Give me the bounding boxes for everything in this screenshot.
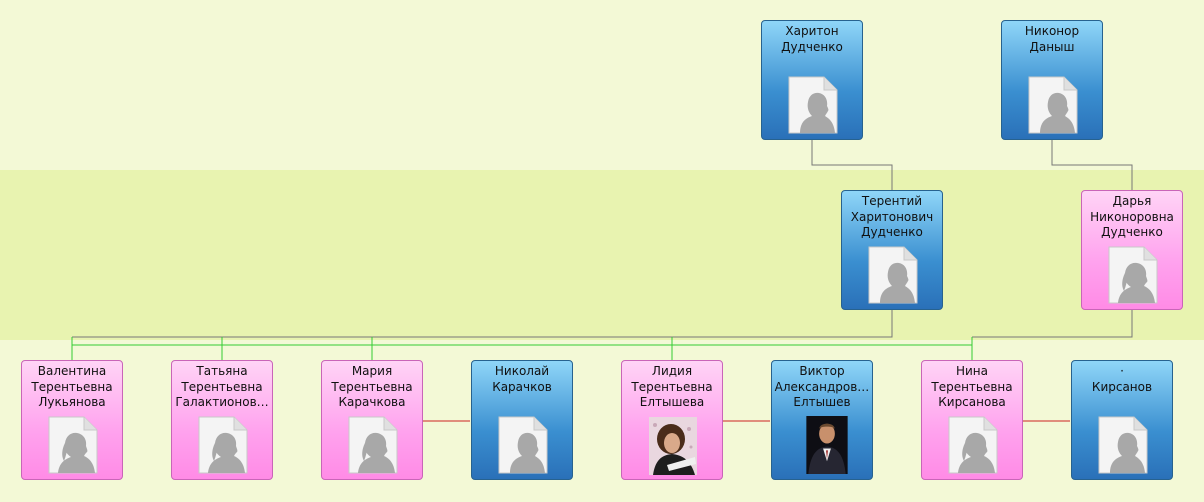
person-card-kirsanov[interactable]: · Кирсанов	[1071, 360, 1173, 480]
person-card-valentinaLukyanova[interactable]: Валентина Терентьевна Лукьянова	[21, 360, 123, 480]
silhouette-male-icon	[498, 416, 548, 474]
person-name: · Кирсанов	[1091, 364, 1153, 394]
generation-band-2	[0, 170, 1204, 340]
person-name: Виктор Александров… Елтышев	[774, 364, 870, 409]
person-name: Терентий Харитонович Дудченко	[850, 194, 934, 239]
person-name: Мария Терентьевна Карачкова	[331, 364, 413, 409]
silhouette-male-icon	[1098, 416, 1148, 474]
person-name: Лидия Терентьевна Елтышева	[631, 364, 713, 409]
silhouette-female-icon	[48, 416, 98, 474]
person-name: Харитон Дудченко	[781, 24, 843, 54]
portrait-photo	[648, 417, 697, 475]
person-card-viktorEltyshev[interactable]: Виктор Александров… Елтышев	[771, 360, 873, 480]
parent-link-kharitonDudchenko	[811, 140, 893, 190]
person-name: Никонор Даныш	[1024, 24, 1080, 54]
parent-link-nikonorDanysh	[1051, 140, 1133, 190]
person-name: Татьяна Терентьевна Галактионов…	[175, 364, 269, 409]
person-card-daryaDudchenko[interactable]: Дарья Никоноровна Дудченко	[1081, 190, 1183, 310]
silhouette-male-icon	[868, 246, 918, 304]
portrait-photo	[802, 416, 848, 475]
silhouette-female-icon	[348, 416, 398, 474]
person-card-terentiyDudchenko[interactable]: Терентий Харитонович Дудченко	[841, 190, 943, 310]
silhouette-female-icon	[948, 416, 998, 474]
person-name: Дарья Никоноровна Дудченко	[1090, 194, 1174, 239]
person-name: Нина Терентьевна Кирсанова	[931, 364, 1013, 409]
person-name: Валентина Терентьевна Лукьянова	[31, 364, 113, 409]
person-card-ninaKirsanova[interactable]: Нина Терентьевна Кирсанова	[921, 360, 1023, 480]
parent-link-daryaDudchenko	[972, 310, 1133, 338]
person-card-nikonorDanysh[interactable]: Никонор Даныш	[1001, 20, 1103, 140]
person-name: Николай Карачков	[492, 364, 552, 394]
person-card-tatyanaGalaktionova[interactable]: Татьяна Терентьевна Галактионов…	[171, 360, 273, 480]
person-card-kharitonDudchenko[interactable]: Харитон Дудченко	[761, 20, 863, 140]
person-card-mariyaKarachkova[interactable]: Мария Терентьевна Карачкова	[321, 360, 423, 480]
parent-link-terentiyDudchenko	[72, 310, 893, 338]
silhouette-male-icon	[788, 76, 838, 134]
person-card-lidiyaEltysheva[interactable]: Лидия Терентьевна Елтышева	[621, 360, 723, 480]
person-card-nikolayKarachkov[interactable]: Николай Карачков	[471, 360, 573, 480]
silhouette-male-icon	[1028, 76, 1078, 134]
silhouette-female-icon	[198, 416, 248, 474]
silhouette-female-icon	[1108, 246, 1158, 304]
